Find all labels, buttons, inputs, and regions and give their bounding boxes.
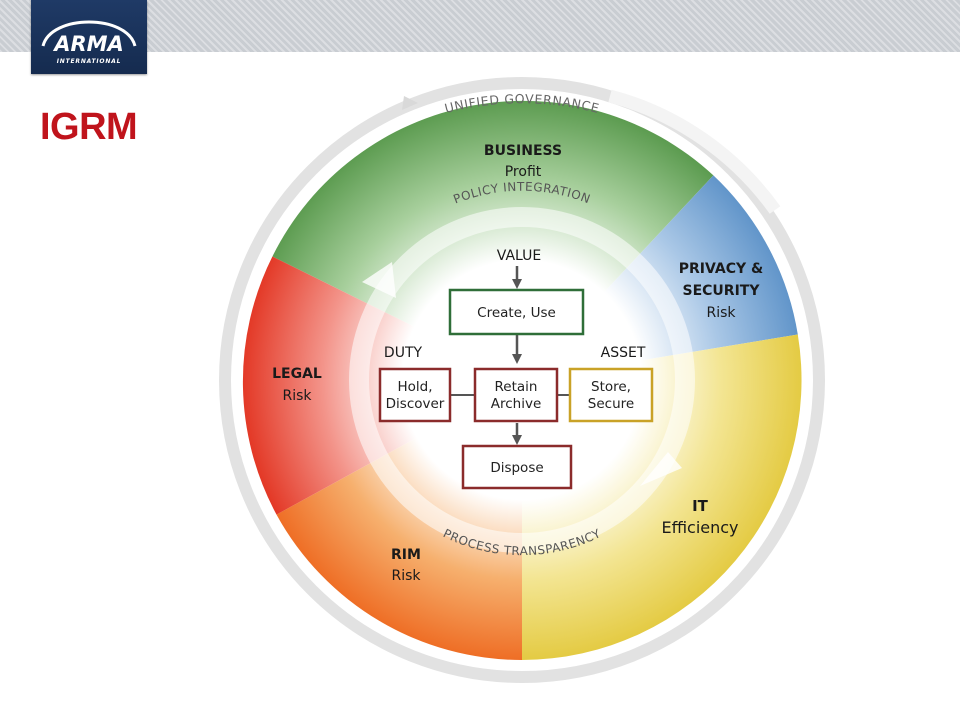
arma-logo: ARMA INTERNATIONAL bbox=[31, 0, 147, 74]
box-retain-line1: Retain bbox=[495, 379, 538, 395]
inner-arrow-icon-left bbox=[362, 262, 396, 298]
segment-rim bbox=[276, 380, 522, 660]
rim-title: RIM bbox=[391, 547, 421, 563]
it-subtitle: Efficiency bbox=[661, 518, 738, 537]
box-dispose-text: Dispose bbox=[490, 460, 543, 476]
header-band bbox=[0, 0, 960, 52]
ring-gap-highlight bbox=[608, 89, 781, 214]
outer-arrow-icon bbox=[402, 96, 418, 110]
box-retain-line2: Archive bbox=[491, 396, 542, 412]
slide-title: IGRM bbox=[40, 106, 138, 148]
asset-label: ASSET bbox=[601, 345, 646, 361]
legal-subtitle: Risk bbox=[282, 388, 312, 404]
box-store-secure: Store, Secure bbox=[568, 367, 654, 423]
legal-title: LEGAL bbox=[272, 366, 322, 382]
value-label: VALUE bbox=[497, 248, 541, 264]
segment-it bbox=[522, 334, 802, 660]
box-create-use-text: Create, Use bbox=[477, 305, 556, 321]
arma-logo-icon: ARMA INTERNATIONAL bbox=[41, 20, 137, 65]
box-store-line1: Store, bbox=[591, 379, 631, 395]
business-subtitle: Profit bbox=[505, 164, 542, 180]
business-title: BUSINESS bbox=[484, 143, 562, 159]
box-hold-discover: Hold, Discover bbox=[378, 367, 452, 423]
logo-text: ARMA bbox=[52, 32, 124, 56]
privacy-subtitle: Risk bbox=[706, 305, 736, 321]
box-retain-archive: Retain Archive bbox=[473, 367, 559, 423]
privacy-title-line1: PRIVACY & bbox=[679, 261, 763, 277]
inner-arrow-icon-right bbox=[640, 452, 682, 486]
box-hold-line2: Discover bbox=[386, 396, 445, 412]
box-store-line2: Secure bbox=[588, 396, 634, 412]
outer-governance-ring bbox=[219, 77, 825, 683]
box-hold-line1: Hold, bbox=[397, 379, 432, 395]
duty-label: DUTY bbox=[384, 345, 423, 361]
it-title: IT bbox=[692, 497, 709, 515]
box-dispose: Dispose bbox=[461, 444, 573, 490]
box-create-use: Create, Use bbox=[448, 288, 585, 336]
logo-subtext: INTERNATIONAL bbox=[57, 58, 121, 65]
inner-process-ring bbox=[349, 207, 695, 553]
rim-subtitle: Risk bbox=[391, 568, 421, 584]
privacy-title-line2: SECURITY bbox=[683, 283, 761, 299]
